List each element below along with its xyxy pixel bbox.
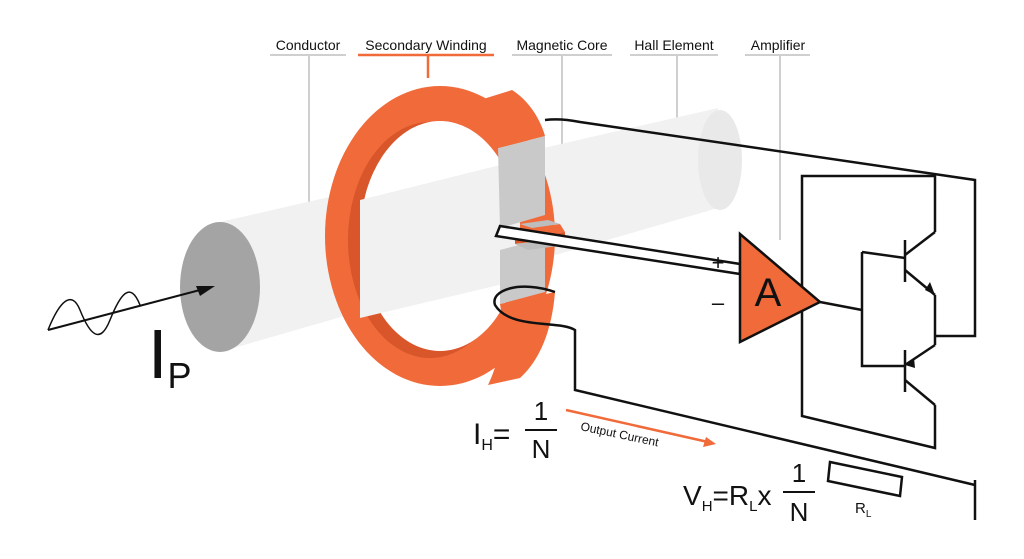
output-current-label: Output Current bbox=[579, 419, 660, 449]
amplifier-symbol: A bbox=[755, 271, 782, 315]
amplifier bbox=[738, 231, 823, 345]
wiring bbox=[493, 118, 977, 520]
vh-denominator: N bbox=[790, 497, 809, 527]
conductor-far-end bbox=[698, 110, 742, 210]
amp-plus: + bbox=[712, 250, 725, 275]
output-current-arrow bbox=[565, 408, 709, 444]
label-magnetic-core: Magnetic Core bbox=[516, 37, 607, 53]
current-arrow-head bbox=[196, 286, 215, 296]
transistor-icon bbox=[905, 358, 915, 368]
magnetic-core-upper bbox=[498, 136, 545, 228]
label-amplifier: Amplifier bbox=[751, 37, 806, 53]
current-arrow-icon bbox=[47, 289, 201, 331]
label-hall-element: Hall Element bbox=[634, 37, 713, 53]
vh-lhs: VH=RLx bbox=[683, 480, 771, 515]
conductor-face bbox=[180, 222, 260, 352]
vh-numerator: 1 bbox=[792, 458, 806, 488]
ac-sine-wave-icon bbox=[47, 291, 141, 336]
primary-current-label: IP bbox=[148, 315, 191, 396]
ih-numerator: 1 bbox=[534, 396, 548, 426]
resistor-rl bbox=[826, 460, 904, 498]
label-conductor: Conductor bbox=[276, 37, 341, 53]
label-secondary-winding: Secondary Winding bbox=[365, 37, 486, 53]
amp-minus: – bbox=[712, 290, 725, 315]
ih-denominator: N bbox=[532, 434, 551, 464]
core-ring bbox=[325, 86, 555, 386]
transistor-icon bbox=[925, 282, 935, 295]
resistor-label: RL bbox=[855, 500, 872, 520]
secondary-winding-leader bbox=[358, 53, 494, 78]
ih-lhs: IH= bbox=[473, 418, 510, 454]
